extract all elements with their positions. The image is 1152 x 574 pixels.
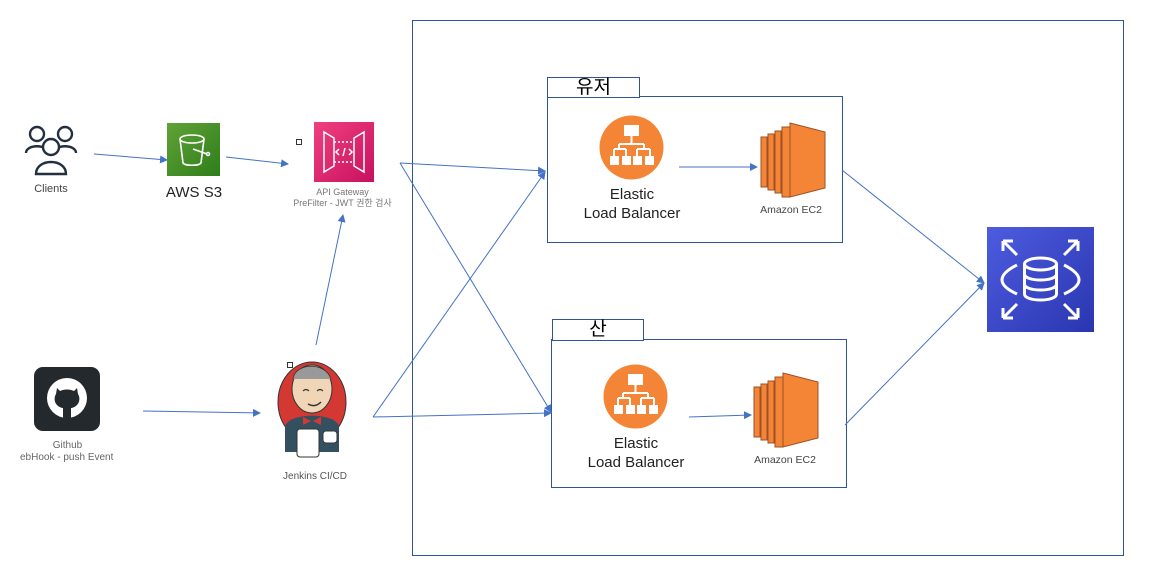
edge-s3-apigw xyxy=(225,156,289,168)
edge-clients-s3 xyxy=(93,153,168,164)
ec2-instance-icon xyxy=(753,372,819,448)
elb-user-icon[interactable] xyxy=(599,115,664,180)
elb-san-label-2: Load Balancer xyxy=(587,454,685,471)
elb-san-icon[interactable] xyxy=(603,364,668,429)
ec2-san-icon[interactable] xyxy=(753,372,819,448)
edge-elb-ec2-san xyxy=(688,411,752,420)
s3-node[interactable] xyxy=(167,123,220,176)
github-label-1: Github xyxy=(52,440,83,451)
rds-node[interactable] xyxy=(987,227,1094,332)
jenkins-icon xyxy=(277,361,347,458)
edge-jenkins-san xyxy=(372,409,552,418)
edge-user-rds xyxy=(841,169,985,284)
group-user-box xyxy=(547,96,843,243)
jenkins-handle xyxy=(287,362,293,368)
elb-user-label-1: Elastic xyxy=(609,186,655,203)
elb-san-label-1: Elastic xyxy=(613,435,659,452)
s3-bucket-icon xyxy=(179,134,211,167)
load-balancer-icon xyxy=(599,115,664,180)
clients-node[interactable] xyxy=(22,122,80,178)
users-icon xyxy=(24,125,78,176)
edge-san-rds xyxy=(844,282,985,426)
ec2-instance-icon xyxy=(760,122,826,198)
api-gateway-label-2: PreFilter - JWT 권한 검사 xyxy=(293,198,392,208)
ec2-user-label: Amazon EC2 xyxy=(760,204,822,216)
ec2-san-label: Amazon EC2 xyxy=(754,454,816,466)
ec2-user-icon[interactable] xyxy=(760,122,826,198)
jenkins-label: Jenkins CI/CD xyxy=(283,471,347,482)
rds-database-icon xyxy=(1000,239,1081,320)
api-gateway-handle xyxy=(296,139,302,145)
group-san-tab: 산 xyxy=(552,319,644,341)
s3-label: AWS S3 xyxy=(165,184,223,201)
elb-user-label-2: Load Balancer xyxy=(583,205,681,222)
edge-apigw-user xyxy=(399,162,546,175)
load-balancer-icon xyxy=(603,364,668,429)
edge-jenkins-apigw xyxy=(315,214,346,346)
jenkins-node[interactable] xyxy=(275,357,355,461)
api-gateway-icon xyxy=(323,130,365,174)
api-gateway-node[interactable] xyxy=(314,122,374,182)
clients-label: Clients xyxy=(34,183,68,195)
edge-github-jenkins xyxy=(142,408,261,417)
group-user-tab: 유저 xyxy=(547,77,640,98)
github-node[interactable] xyxy=(34,367,100,431)
github-label-2: ebHook - push Event xyxy=(20,452,114,463)
edge-jenkins-user xyxy=(372,171,546,418)
github-icon xyxy=(47,378,87,419)
api-gateway-label-1: API Gateway xyxy=(316,187,369,197)
edge-apigw-san xyxy=(399,162,552,413)
outer-frame xyxy=(412,20,1124,556)
